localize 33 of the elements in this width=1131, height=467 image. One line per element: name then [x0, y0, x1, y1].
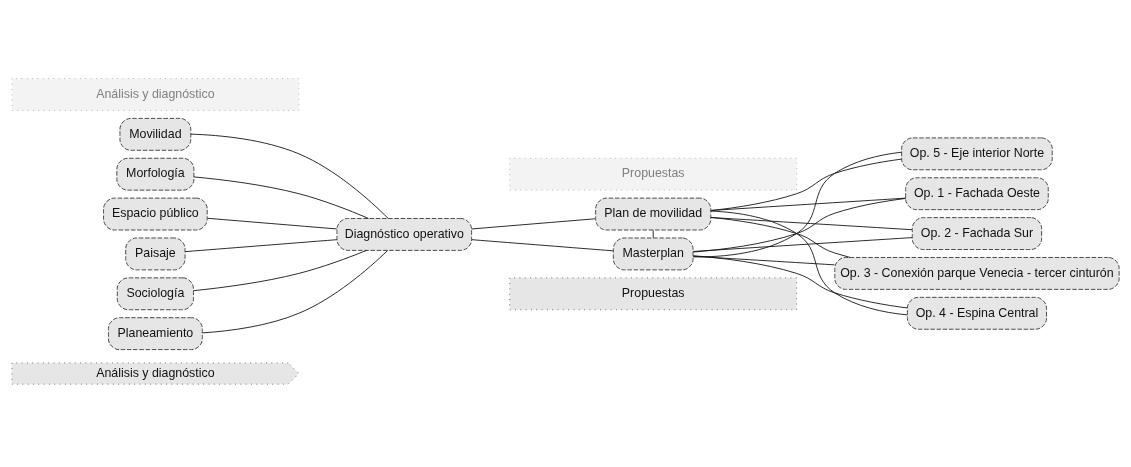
- node-box: Op. 2 - Fachada Sur: [911, 216, 1043, 250]
- node-box: Sociología: [116, 276, 194, 310]
- node-box: Op. 5 - Eje interior Norte: [901, 136, 1053, 170]
- connector: [207, 217, 338, 229]
- node-box: Masterplan: [612, 237, 694, 270]
- node-box: Op. 1 - Fachada Oeste: [905, 176, 1049, 210]
- connector: [471, 217, 596, 229]
- node-box: Propuestas: [509, 157, 798, 191]
- node-box: Movilidad: [119, 117, 192, 151]
- node-box: Op. 3 - Conexión parque Venecia - tercer cinturón: [834, 256, 1120, 290]
- connector: [692, 236, 913, 252]
- connector: [692, 254, 908, 308]
- connector: [193, 249, 367, 291]
- connector: [710, 210, 908, 315]
- connector: [692, 197, 907, 252]
- connector: [652, 229, 654, 238]
- node-box: Espacio público: [103, 197, 208, 230]
- node-box: Análisis y diagnóstico: [11, 77, 300, 111]
- node-box: Diagnóstico operativo: [336, 217, 473, 251]
- connector: [190, 133, 389, 219]
- node-box: Propuestas: [509, 276, 798, 310]
- connector: [710, 216, 851, 258]
- node-box: Morfología: [116, 157, 195, 191]
- node-box: Planeamiento: [108, 316, 203, 350]
- connector: [692, 151, 902, 257]
- connector: [710, 158, 903, 211]
- connector: [471, 238, 614, 251]
- connector: [202, 249, 389, 333]
- connector: [184, 238, 338, 252]
- node-box: Op. 4 - Espina Central: [906, 296, 1047, 330]
- node-box: Plan de movilidad: [595, 197, 712, 230]
- connector: [193, 175, 369, 219]
- node-box: Paisaje: [125, 237, 186, 270]
